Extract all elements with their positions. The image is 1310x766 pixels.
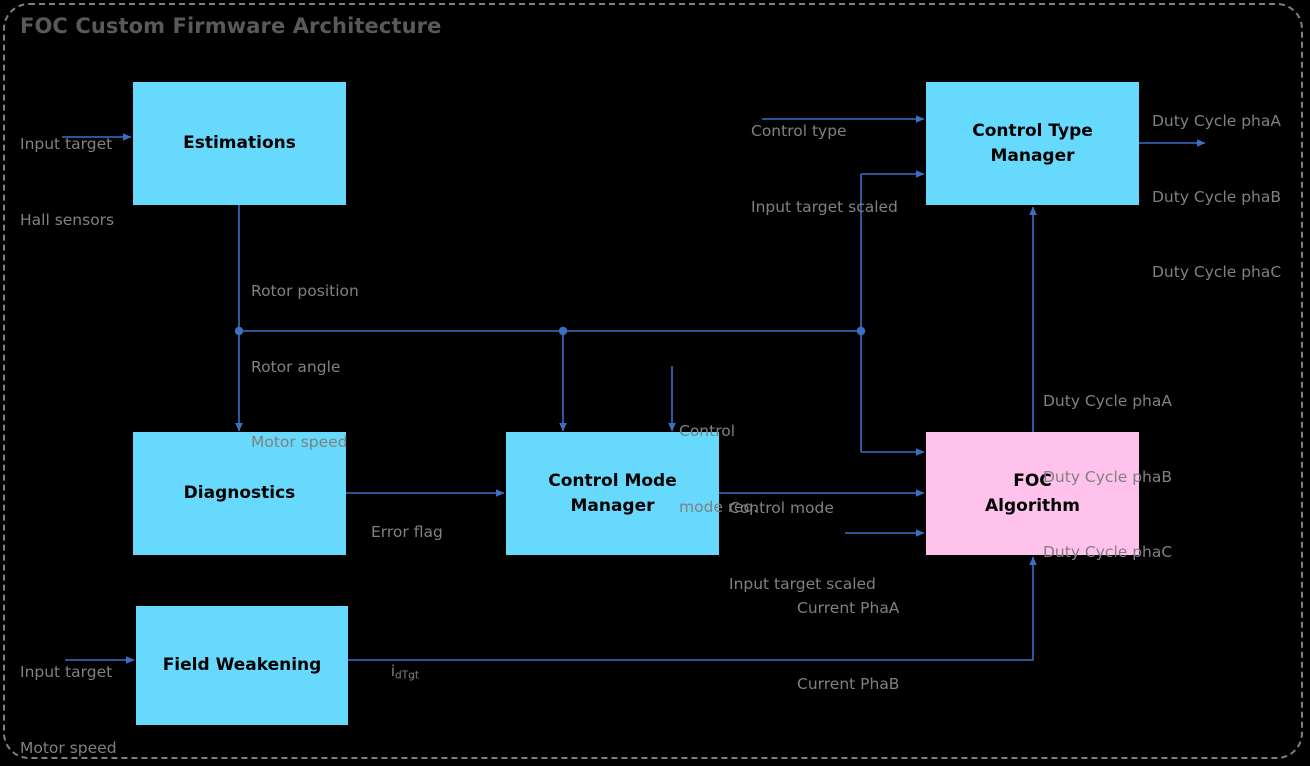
block-diagnostics-label: Diagnostics — [183, 483, 296, 504]
label-cmm-output: Control mode Input target scaled — [729, 446, 876, 647]
label-estimations-output-line3: Motor speed — [251, 432, 348, 451]
label-ctm-duty-cycle-output-line2: Duty Cycle phaB — [1152, 187, 1282, 206]
label-foc-duty-cycle-output: Duty Cycle phaA Duty Cycle phaB Duty Cyc… — [1043, 339, 1172, 615]
label-current-inputs-line1: Current PhaA — [797, 599, 900, 618]
label-control-type-input-line2: Input target scaled — [751, 197, 898, 216]
page-title: FOC Custom Firmware Architecture — [20, 14, 442, 38]
label-field-weakening-input: Input target Motor speed — [20, 610, 117, 766]
block-field-weakening[interactable]: Field Weakening — [136, 606, 348, 725]
label-error-flag: Error flag — [371, 470, 443, 596]
block-control-mode-manager-label-line1: Control Mode — [548, 470, 677, 491]
block-control-mode-manager-label-line2: Manager — [570, 495, 655, 516]
block-control-type-manager-label-line2: Manager — [990, 145, 1075, 166]
label-current-inputs: Current PhaA Current PhaB — [797, 546, 899, 747]
block-foc-algorithm-label-line1: FOC — [1013, 470, 1052, 491]
block-estimations[interactable]: Estimations — [133, 82, 346, 205]
label-control-mode-req-line1: Control — [679, 422, 736, 441]
block-foc-algorithm[interactable]: FOC Algorithm — [926, 432, 1139, 555]
label-foc-duty-cycle-output-line1: Duty Cycle phaA — [1043, 392, 1172, 411]
label-ctm-duty-cycle-output-line3: Duty Cycle phaC — [1152, 262, 1282, 281]
label-control-type-input-line1: Control type — [751, 122, 847, 141]
label-ctm-duty-cycle-output: Duty Cycle phaA Duty Cycle phaB Duty Cyc… — [1152, 59, 1281, 335]
label-foc-duty-cycle-output-line3: Duty Cycle phaC — [1043, 542, 1173, 561]
label-estimations-input-line1: Input target — [20, 135, 113, 154]
label-field-weakening-input-line1: Input target — [20, 663, 113, 682]
block-foc-algorithm-label-line2: Algorithm — [985, 495, 1080, 516]
label-cmm-output-line1: Control mode — [729, 499, 834, 518]
block-control-mode-manager[interactable]: Control Mode Manager — [506, 432, 719, 555]
label-control-mode-req-line2: mode req. — [679, 497, 759, 516]
label-current-inputs-line2: Current PhaB — [797, 674, 900, 693]
label-field-weakening-input-line2: Motor speed — [20, 738, 117, 757]
label-idtgt-subscript: dTgt — [395, 669, 419, 682]
label-estimations-output-line2: Rotor angle — [251, 357, 341, 376]
label-cmm-output-line2: Input target scaled — [729, 574, 876, 593]
label-ctm-duty-cycle-output-line1: Duty Cycle phaA — [1152, 112, 1281, 131]
label-estimations-output: Rotor position Rotor angle Motor speed — [251, 229, 359, 505]
label-error-flag-text: Error flag — [371, 523, 443, 542]
label-idtgt-base: i — [390, 662, 396, 681]
label-control-mode-req: Control mode req. — [679, 369, 758, 570]
block-estimations-label: Estimations — [183, 133, 296, 154]
label-foc-duty-cycle-output-line2: Duty Cycle phaB — [1043, 467, 1173, 486]
wire-idtgt-to-foc — [348, 556, 1037, 661]
label-estimations-output-line1: Rotor position — [251, 282, 359, 301]
junction-dot-left — [234, 326, 244, 336]
junction-dot-right — [856, 326, 866, 336]
junction-dot-middle — [558, 326, 568, 336]
block-diagnostics[interactable]: Diagnostics — [133, 432, 346, 555]
label-control-type-input: Control type Input target scaled — [751, 69, 898, 270]
block-control-type-manager[interactable]: Control Type Manager — [926, 82, 1139, 205]
block-control-type-manager-label-line1: Control Type — [972, 120, 1093, 141]
wire-junctions — [234, 326, 866, 336]
label-idtgt: idTgt — [371, 634, 419, 710]
label-estimations-input: Input target Hall sensors — [20, 82, 114, 283]
block-field-weakening-label: Field Weakening — [162, 655, 322, 676]
label-estimations-input-line2: Hall sensors — [20, 210, 115, 229]
